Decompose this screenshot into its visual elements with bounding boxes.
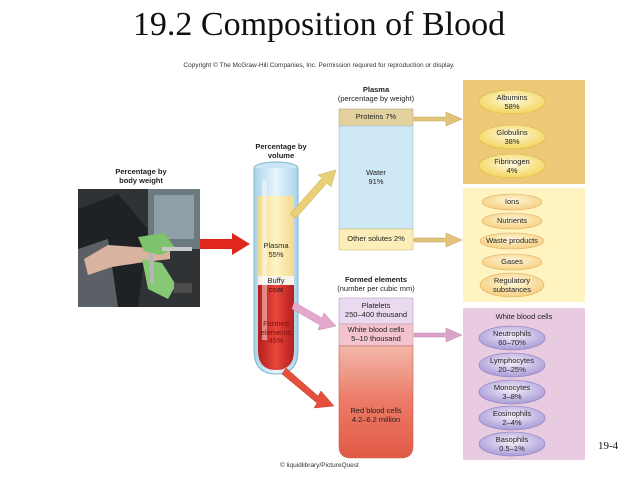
globulins-item: Globulins 38% [496, 128, 528, 146]
arrow-wbc [413, 327, 463, 343]
photo-label: Percentage by body weight [115, 167, 167, 185]
fibrinogen-item: Fibrinogen 4% [494, 157, 530, 175]
photo-credit: © liquidlibrary/PictureQuest [280, 462, 359, 469]
page-number: 19-4 [598, 440, 619, 452]
test-tube [253, 161, 299, 375]
formed-header: Formed elements (number per cubic mm) [337, 275, 415, 293]
tube-plasma-label: Plasma 55% [263, 241, 289, 259]
waste-products-item: Waste products [486, 236, 538, 245]
tube-buffy-label: Buffy coat [267, 276, 285, 294]
gases-item: Gases [501, 257, 523, 266]
blood-draw-photo [78, 189, 200, 307]
nutrients-item: Nutrients [496, 216, 527, 225]
eosinophils-item: Eosinophils 2–4% [492, 409, 532, 427]
other-solutes-row: Other solutes 2% [347, 234, 405, 243]
wbc-panel-header: White blood cells [495, 312, 553, 321]
arrow-photo-to-tube [200, 233, 250, 255]
proteins-row: Proteins 7% [355, 112, 397, 121]
basophils-item: Basophils 0.5–1% [495, 435, 529, 453]
tube-formed-label: Formed elements 45% [260, 319, 292, 346]
monocytes-item: Monocytes 3–8% [493, 383, 531, 401]
copyright-notice: Copyright © The McGraw-Hill Companies, I… [183, 62, 455, 69]
arrow-solutes [413, 232, 463, 248]
arrow-proteins [413, 111, 463, 127]
albumins-item: Albumins 58% [496, 93, 528, 111]
water-row: Water 91% [366, 168, 386, 186]
lymphocytes-item: Lymphocytes 20–25% [490, 356, 534, 374]
regulatory-substances-item: Regulatory substances [493, 276, 531, 294]
ions-item: Ions [504, 197, 520, 206]
arrow-buffy-to-wbc [291, 301, 337, 331]
plasma-header: Plasma (percentage by weight) [337, 85, 415, 103]
platelets-row: Platelets 250–400 thousand [344, 301, 408, 319]
arrow-plasma-up [289, 169, 337, 219]
rbc-row: Red blood cells 4.2–6.2 million [350, 406, 402, 424]
wbc-row: White blood cells 5–10 thousand [347, 325, 405, 343]
page-title: 19.2 Composition of Blood [132, 6, 506, 43]
neutrophils-item: Neutrophils 60–70% [493, 329, 531, 347]
arrow-formed-to-rbc [281, 367, 335, 409]
tube-label: Percentage by volume [255, 142, 307, 160]
